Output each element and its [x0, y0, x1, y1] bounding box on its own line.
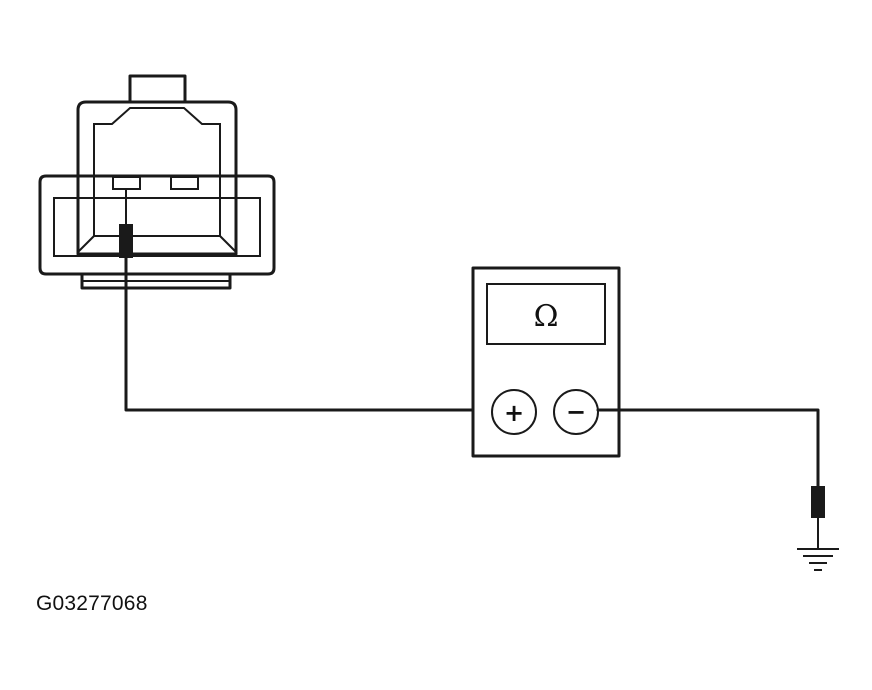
positive-terminal — [491, 389, 537, 435]
probe-tip — [119, 224, 133, 258]
connector-lock-tab — [128, 74, 187, 104]
positive-terminal-symbol: + — [504, 399, 524, 427]
wire-negative-lead — [596, 408, 820, 488]
negative-terminal-symbol: − — [566, 398, 586, 426]
connector-terminal-1 — [112, 176, 141, 190]
wire-positive-lead — [124, 256, 475, 412]
electrical-connector — [38, 74, 276, 290]
ground-probe — [811, 486, 825, 548]
ohmmeter: Ω + − — [471, 266, 621, 458]
connector-terminal-2 — [170, 176, 199, 190]
ohmmeter-display — [486, 283, 606, 345]
ground-icon — [797, 548, 839, 571]
ohmmeter-body — [471, 266, 621, 458]
connector-flange — [38, 174, 276, 276]
connector-inner-cavity — [93, 107, 221, 237]
figure-id-label: G03277068 — [36, 592, 148, 615]
ohm-symbol: Ω — [534, 299, 559, 334]
ground-probe-body — [811, 486, 825, 518]
test-probe-connector — [119, 189, 133, 258]
negative-terminal — [553, 389, 599, 435]
connector-flange-inner — [53, 197, 261, 257]
connector-housing — [76, 100, 238, 256]
